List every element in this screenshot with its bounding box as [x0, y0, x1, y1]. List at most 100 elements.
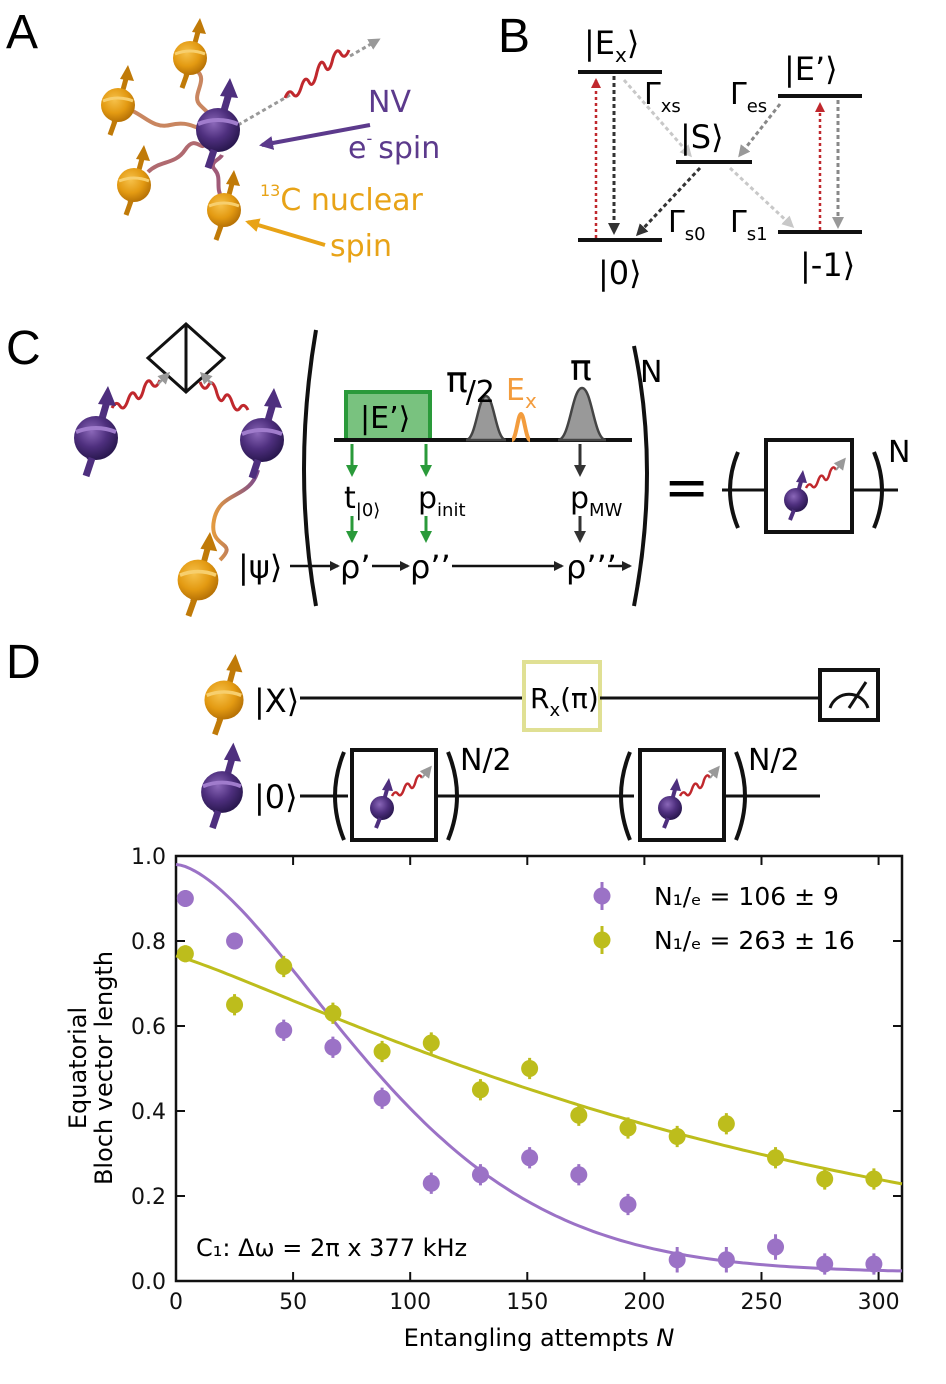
x-tick-label: 150	[506, 1290, 548, 1315]
nv-spin-icon	[240, 388, 284, 478]
data-point	[865, 1170, 883, 1188]
data-point	[422, 1034, 440, 1052]
meter-arc	[828, 692, 870, 709]
data-point	[324, 1038, 342, 1056]
rate-gamma-s1: Γs1	[730, 205, 768, 245]
c13-spin-icon	[207, 170, 241, 240]
panel-c: C N |E’⟩ π/2 Ex π t|0⟩ pinit	[6, 321, 910, 616]
data-point	[570, 1106, 588, 1124]
qubit-x-label: |X⟩	[254, 682, 299, 720]
c13-pointer-arrow	[245, 218, 326, 247]
y-tick-label: 0.4	[131, 1100, 166, 1125]
attempt-block-icon	[764, 438, 854, 534]
data-point	[619, 1196, 637, 1213]
coupling-line	[146, 141, 207, 174]
panel-a: A NV e-spin 13C nuclear spin	[6, 6, 440, 264]
pmw-label: pMW	[570, 481, 623, 521]
data-point	[570, 1166, 588, 1184]
photon-wavepacket	[804, 466, 838, 489]
photon-wavepacket	[678, 774, 712, 797]
data-point	[324, 1004, 342, 1022]
rx-gate-label: Rx(π)	[530, 682, 599, 721]
attempt-block-icon	[638, 748, 726, 842]
data-point	[717, 1251, 735, 1269]
right-paren	[632, 345, 649, 607]
label-s: |S⟩	[680, 118, 724, 156]
coupling-line	[210, 153, 224, 200]
legend: N₁/ₑ = 106 ± 9N₁/ₑ = 263 ± 16	[593, 882, 855, 955]
data-point	[619, 1119, 637, 1137]
panel-a-letter: A	[6, 6, 38, 59]
data-point	[816, 1255, 834, 1273]
data-point	[226, 996, 244, 1014]
photon-arrow	[707, 765, 720, 779]
data-point	[471, 1081, 489, 1099]
data-point	[176, 890, 194, 907]
ex-pulse	[510, 411, 532, 442]
data-point	[767, 1149, 785, 1167]
x-axis-label: Entangling attempts N	[404, 1324, 675, 1352]
rate-gamma-es: Γes	[730, 77, 767, 117]
data-point	[275, 1021, 293, 1039]
y-tick-label: 0.6	[131, 1015, 166, 1040]
coupling-line	[211, 469, 260, 562]
nv-spin-icon	[74, 386, 118, 476]
psi-label: |ψ⟩	[238, 548, 282, 586]
data-point	[717, 1115, 735, 1133]
label-zero: |0⟩	[598, 254, 642, 292]
pi-half-pulse	[465, 394, 507, 442]
data-point	[422, 1174, 440, 1192]
y-axis-label-line-2: Bloch vector length	[90, 951, 118, 1185]
repetition-n-half-2: N/2	[748, 743, 800, 778]
pi-pulse	[557, 386, 607, 442]
panel-b: B |Ex⟩ |E’⟩ |S⟩ |0⟩ |-1⟩ Γxs Γes Γs0 Γs1	[498, 10, 862, 292]
repetition-n: N	[640, 355, 662, 390]
emission-direction-line	[237, 93, 291, 127]
label-minus-one: |-1⟩	[800, 246, 855, 284]
data-points	[176, 890, 883, 1275]
c13-label-spin: spin	[330, 229, 392, 264]
x-tick-label: 200	[623, 1290, 665, 1315]
data-point	[668, 1251, 686, 1269]
photon-arrow	[419, 765, 432, 779]
ex-label: Ex	[506, 373, 537, 413]
data-point	[521, 1149, 539, 1167]
nv-e-label: e-spin	[348, 129, 440, 166]
gamma-es-arrow	[738, 103, 782, 158]
x-tick-label: 50	[279, 1290, 307, 1315]
photon-wavepacket	[198, 381, 250, 412]
gamma-s0-arrow	[635, 166, 702, 237]
data-point	[767, 1238, 785, 1256]
rho2-label: ρ’’	[410, 548, 451, 586]
fit-curve	[175, 863, 902, 1273]
left-paren	[619, 751, 632, 841]
chart-annotation: C₁: Δω = 2π x 377 kHz	[196, 1234, 467, 1262]
data-point	[521, 1060, 539, 1077]
panel-c-letter: C	[6, 322, 41, 375]
legend-label: N₁/ₑ = 263 ± 16	[654, 926, 855, 955]
nv-spin-icon	[196, 78, 240, 168]
x-tick-label: 250	[740, 1290, 782, 1315]
c13-spin-icon	[204, 654, 243, 735]
x-tick-label: 300	[858, 1290, 900, 1315]
rate-gamma-s0: Γs0	[668, 205, 706, 245]
rho1-label: ρ’	[340, 548, 370, 586]
y-axis-label-line-1: Equatorial	[64, 1007, 92, 1129]
c13-spin-icon	[178, 532, 219, 616]
photon-wavepacket	[390, 774, 424, 797]
c13-spin-icon	[101, 65, 135, 135]
photon-arrow	[349, 38, 381, 58]
rate-gamma-xs: Γxs	[644, 77, 681, 117]
rx-gate	[522, 660, 602, 732]
data-point	[373, 1043, 391, 1060]
plot-frame	[174, 854, 904, 1283]
data-point	[668, 1128, 686, 1145]
legend-marker	[593, 887, 611, 905]
repetition-n-half-1: N/2	[460, 743, 512, 778]
label-ex: |Ex⟩	[584, 24, 639, 67]
y-tick-label: 0.0	[131, 1270, 166, 1295]
y-tick-label: 1.0	[131, 845, 166, 870]
y-tick-label: 0.2	[131, 1185, 166, 1210]
